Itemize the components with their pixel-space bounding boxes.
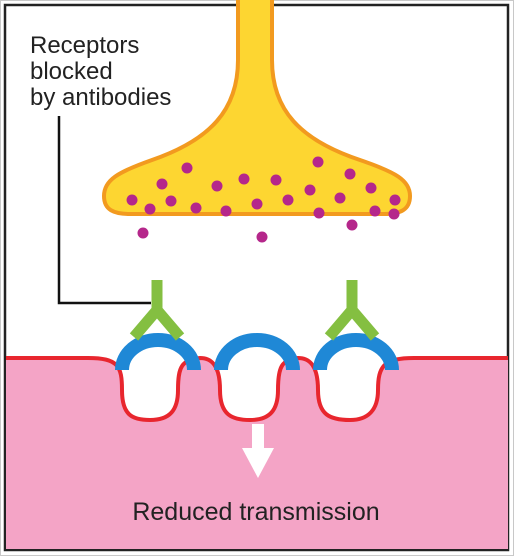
- callout-line-1: Receptors: [30, 32, 139, 59]
- vesicles-inside: [126, 156, 401, 220]
- vesicle-icon: [313, 207, 325, 219]
- receptor-icon: [214, 333, 300, 371]
- vesicle-icon: [312, 156, 324, 168]
- vesicle-icon: [211, 180, 223, 192]
- antibody-icon: [324, 280, 380, 341]
- vesicle-icon: [256, 231, 268, 243]
- caption-reduced-transmission: Reduced transmission: [132, 498, 379, 526]
- receptor-icon: [313, 333, 399, 371]
- vesicle-icon: [165, 195, 177, 207]
- vesicle-icon: [304, 184, 316, 196]
- vesicle-icon: [238, 173, 250, 185]
- vesicle-icon: [365, 182, 377, 194]
- vesicle-icon: [144, 203, 156, 215]
- vesicle-icon: [181, 162, 193, 174]
- vesicle-icon: [190, 202, 202, 214]
- vesicle-icon: [137, 227, 149, 239]
- vesicle-icon: [389, 194, 401, 206]
- vesicle-icon: [220, 205, 232, 217]
- vesicle-icon: [282, 194, 294, 206]
- arrow-down-icon: [242, 424, 274, 478]
- vesicle-icon: [156, 178, 168, 190]
- vesicle-icon: [334, 192, 346, 204]
- vesicle-icon: [388, 208, 400, 220]
- callout-line-2: blocked: [30, 58, 113, 85]
- receptor-icon: [115, 333, 201, 371]
- nerve-terminal-icon: [102, 0, 412, 216]
- vesicle-icon: [369, 205, 381, 217]
- vesicle-icon: [270, 174, 282, 186]
- callout-line-3: by antibodies: [30, 84, 171, 111]
- vesicle-icon: [346, 219, 358, 231]
- muscle-outline: [6, 356, 508, 422]
- vesicle-icon: [251, 198, 263, 210]
- vesicle-icon: [126, 194, 138, 206]
- vesicle-icon: [344, 168, 356, 180]
- antibody-icon: [129, 280, 185, 341]
- callout-leader-line: [57, 116, 151, 305]
- vesicles-released: [137, 219, 358, 243]
